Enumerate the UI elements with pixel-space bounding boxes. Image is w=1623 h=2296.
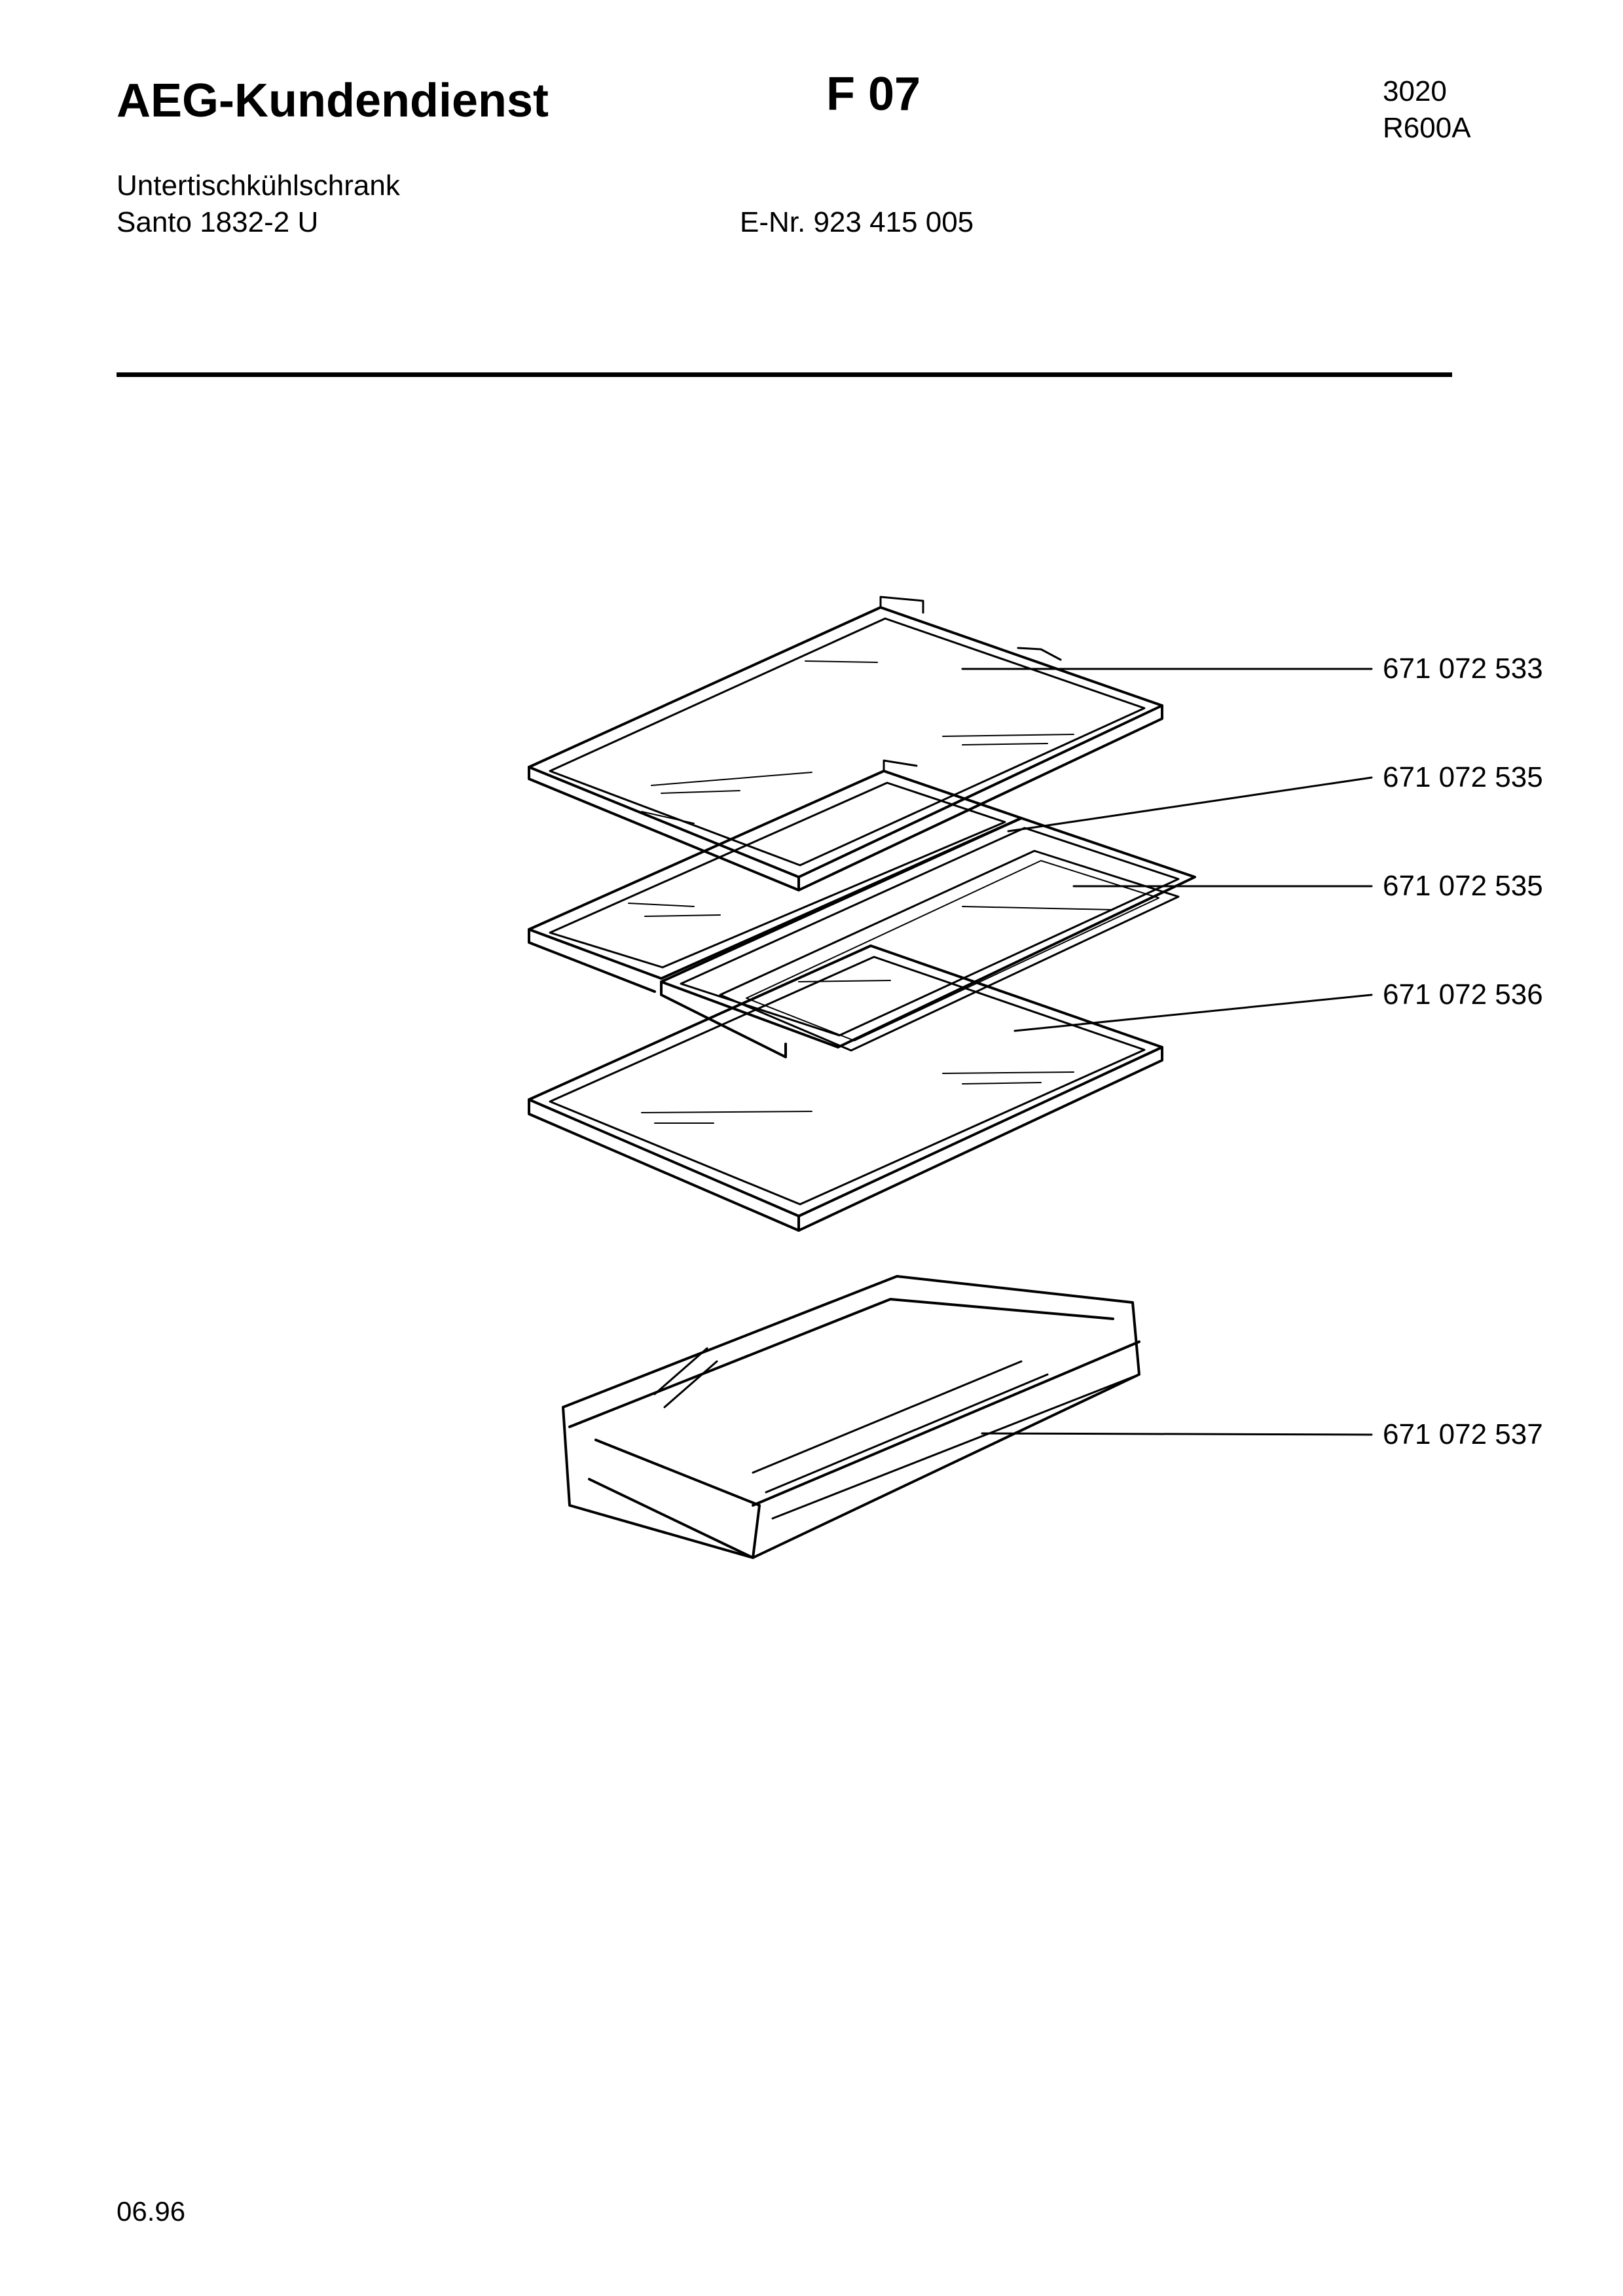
- glass-shelf-middle: [528, 759, 1023, 993]
- part-number-label: 671 072 533: [1383, 653, 1543, 685]
- variant-code: 3020: [1383, 75, 1447, 107]
- e-number: E-Nr. 923 415 005: [740, 206, 974, 238]
- split-shelf-frame: [660, 817, 1196, 1058]
- section-code: F 07: [826, 68, 921, 120]
- glass-shelf-bottom: [528, 944, 1163, 1232]
- brand-title: AEG-Kundendienst: [117, 75, 549, 127]
- revision-date: 06.96: [117, 2196, 186, 2227]
- part-number-label: 671 072 536: [1383, 978, 1543, 1011]
- part-number-label: 671 072 537: [1383, 1418, 1543, 1450]
- part-number-label: 671 072 535: [1383, 761, 1543, 793]
- glass-shelf-top: [528, 596, 1163, 891]
- header-divider: [117, 372, 1452, 377]
- part-number-label: 671 072 535: [1383, 870, 1543, 902]
- crisper-drawer: [562, 1275, 1140, 1559]
- leader-lines: [961, 668, 1373, 1436]
- appliance-type: Untertischkühlschrank: [117, 170, 400, 202]
- model-name: Santo 1832-2 U: [117, 206, 319, 238]
- refrigerant-code: R600A: [1383, 112, 1471, 144]
